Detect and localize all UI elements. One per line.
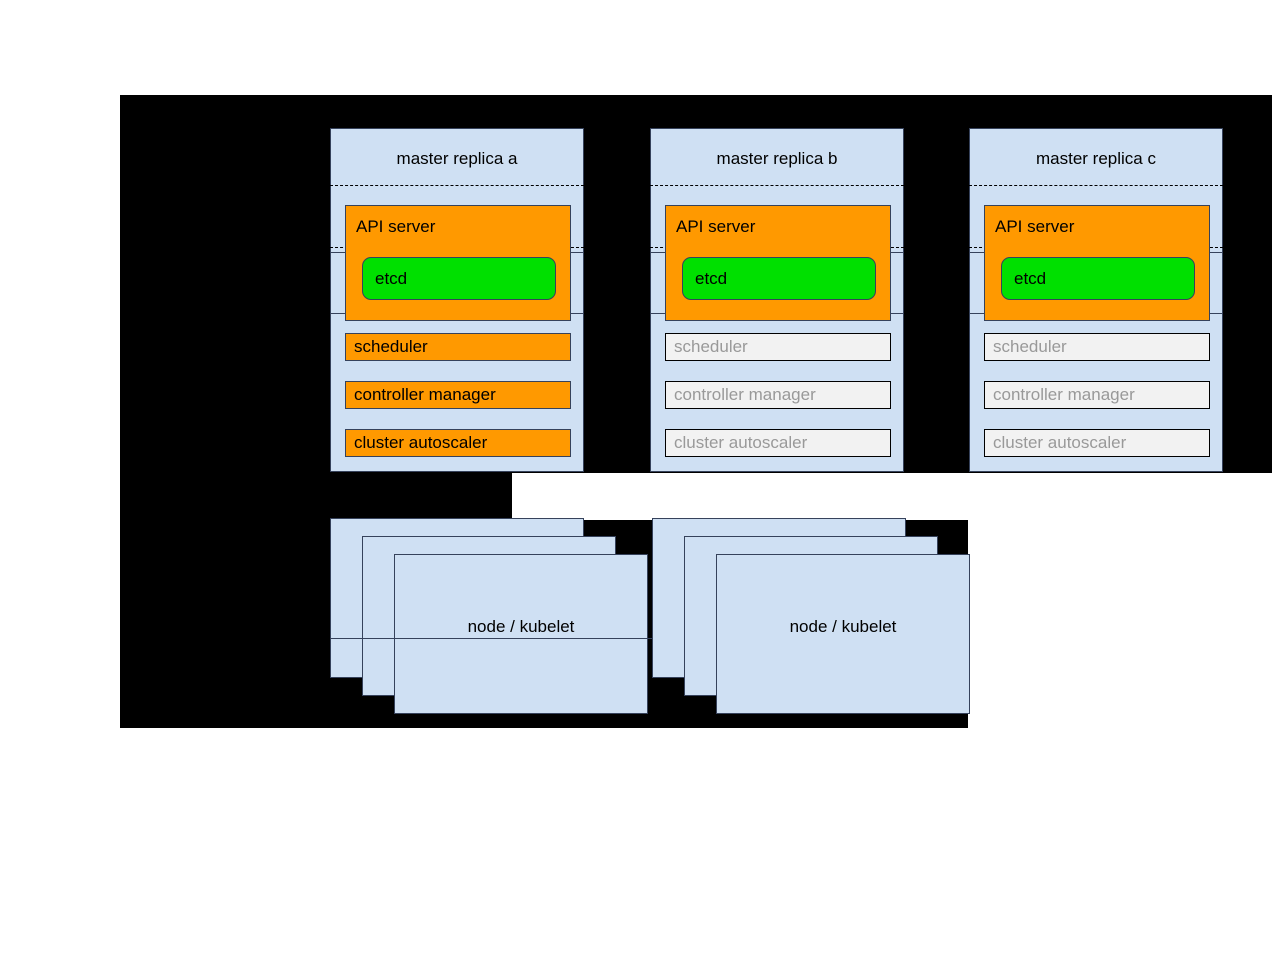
etcd-label-c: etcd — [1014, 269, 1047, 288]
etcd-label-a: etcd — [375, 269, 408, 288]
etcd-box-a[interactable]: etcd — [362, 257, 556, 300]
master-replica-a-title: master replica a — [396, 149, 518, 168]
node-kubelet-label-2: node / kubelet — [789, 617, 897, 636]
node-area-divider — [330, 638, 662, 639]
node-card-front-2[interactable]: node / kubelet — [716, 554, 970, 714]
etcd-label-b: etcd — [695, 269, 728, 288]
divider-dashed-top-c — [969, 185, 1223, 186]
api-server-block-a[interactable]: API server etcd — [345, 205, 571, 321]
backdrop-gap-strip — [120, 473, 512, 520]
master-replica-c-title: master replica c — [1036, 149, 1156, 168]
controller-manager-c[interactable]: controller manager — [984, 381, 1210, 409]
api-server-label-b: API server — [676, 217, 756, 236]
api-server-label-c: API server — [995, 217, 1075, 236]
cluster-autoscaler-b[interactable]: cluster autoscaler — [665, 429, 891, 457]
node-group-1[interactable]: node / kubelet — [330, 518, 650, 730]
scheduler-b[interactable]: scheduler — [665, 333, 891, 361]
cluster-autoscaler-c[interactable]: cluster autoscaler — [984, 429, 1210, 457]
node-card-front-1[interactable]: node / kubelet — [394, 554, 648, 714]
api-server-block-b[interactable]: API server etcd — [665, 205, 891, 321]
controller-manager-a[interactable]: controller manager — [345, 381, 571, 409]
divider-dashed-top-b — [650, 185, 904, 186]
divider-dashed-top-a — [330, 185, 584, 186]
etcd-box-c[interactable]: etcd — [1001, 257, 1195, 300]
etcd-box-b[interactable]: etcd — [682, 257, 876, 300]
scheduler-a[interactable]: scheduler — [345, 333, 571, 361]
controller-manager-b[interactable]: controller manager — [665, 381, 891, 409]
cluster-autoscaler-a[interactable]: cluster autoscaler — [345, 429, 571, 457]
node-group-2[interactable]: node / kubelet — [652, 518, 972, 730]
master-replica-a-card[interactable]: master replica a API server etcd schedul… — [330, 128, 584, 472]
api-server-block-c[interactable]: API server etcd — [984, 205, 1210, 321]
node-kubelet-label-1: node / kubelet — [467, 617, 575, 636]
master-replica-b-title: master replica b — [716, 149, 838, 168]
api-server-label-a: API server — [356, 217, 436, 236]
scheduler-c[interactable]: scheduler — [984, 333, 1210, 361]
master-replica-c-card[interactable]: master replica c API server etcd schedul… — [969, 128, 1223, 472]
master-replica-b-card[interactable]: master replica b API server etcd schedul… — [650, 128, 904, 472]
